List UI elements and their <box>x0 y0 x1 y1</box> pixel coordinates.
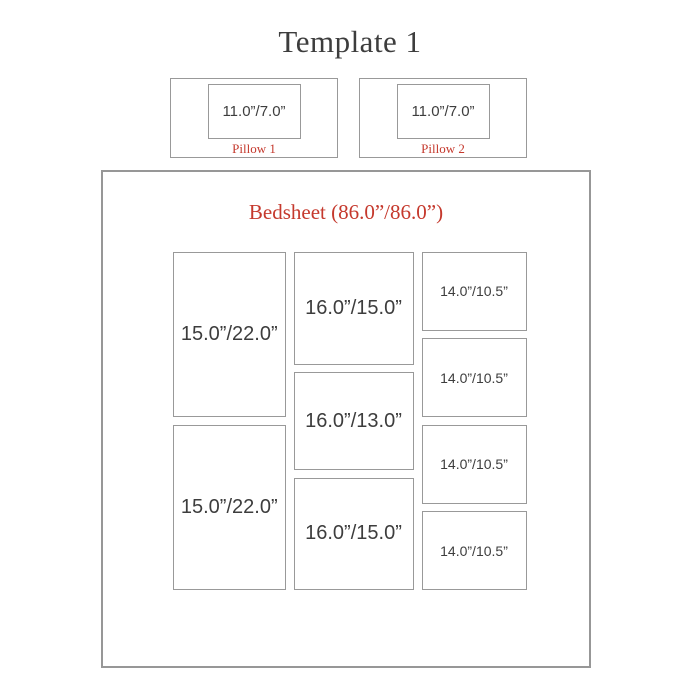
sheet-box: 15.0”/22.0” <box>173 252 286 417</box>
sheet-column-2: 16.0”/15.0”16.0”/13.0”16.0”/15.0” <box>293 252 414 590</box>
pillow-2-size: 11.0”/7.0” <box>396 84 490 139</box>
sheet-box: 16.0”/15.0” <box>293 252 414 365</box>
pillow-1-box: 11.0”/7.0” Pillow 1 <box>170 78 338 158</box>
sheet-piece-grid: 15.0”/22.0”15.0”/22.0”16.0”/15.0”16.0”/1… <box>173 252 527 590</box>
sheet-box: 14.0”/10.5” <box>421 252 527 331</box>
pillow-2-label: Pillow 2 <box>421 141 465 156</box>
sheet-column-1: 15.0”/22.0”15.0”/22.0” <box>173 252 286 590</box>
bedsheet-outline: Bedsheet (86.0”/86.0”) 15.0”/22.0”15.0”/… <box>101 170 591 668</box>
sheet-box: 16.0”/15.0” <box>293 477 414 590</box>
sheet-box: 14.0”/10.5” <box>421 511 527 590</box>
sheet-box: 16.0”/13.0” <box>293 372 414 470</box>
pillow-1-size: 11.0”/7.0” <box>207 84 301 139</box>
sheet-column-3: 14.0”/10.5”14.0”/10.5”14.0”/10.5”14.0”/1… <box>421 252 527 590</box>
pillow-1-label: Pillow 1 <box>232 141 276 156</box>
sheet-box: 14.0”/10.5” <box>421 424 527 504</box>
pillows-row: 11.0”/7.0” Pillow 1 11.0”/7.0” Pillow 2 <box>170 78 527 158</box>
page-title: Template 1 <box>278 24 422 59</box>
bedsheet-title: Bedsheet (86.0”/86.0”) <box>248 200 444 224</box>
pillow-2-box: 11.0”/7.0” Pillow 2 <box>359 78 527 158</box>
sheet-box: 14.0”/10.5” <box>421 338 527 418</box>
sheet-box: 15.0”/22.0” <box>173 425 286 590</box>
